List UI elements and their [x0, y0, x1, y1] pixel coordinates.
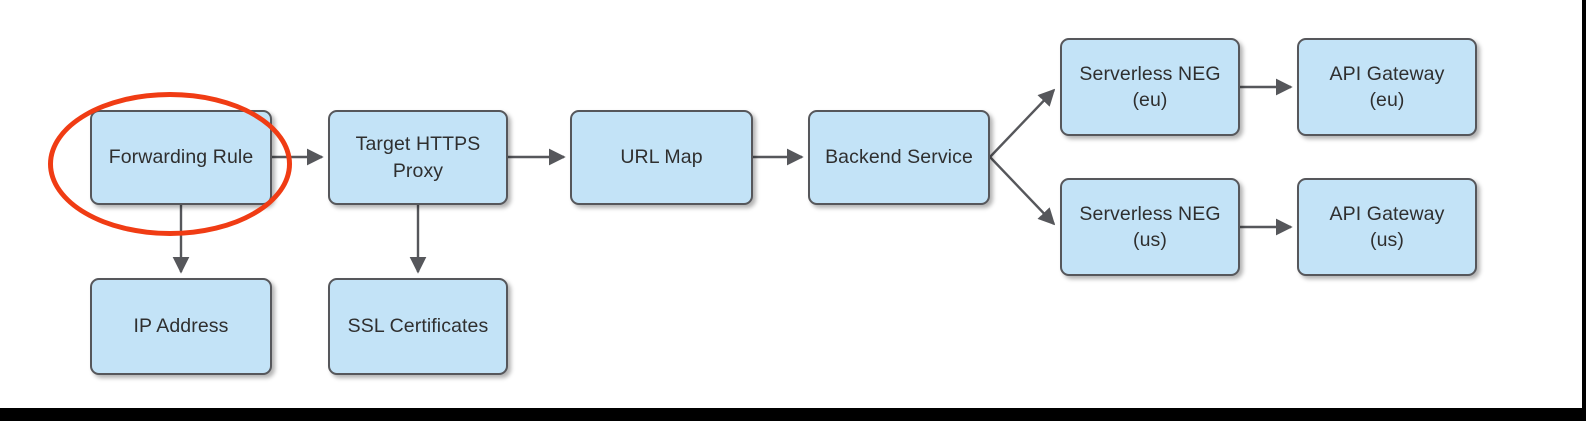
edge-backend-service-to-serverless-neg-eu [989, 88, 1056, 158]
node-target-https-proxy[interactable]: Target HTTPS Proxy [328, 110, 508, 205]
node-serverless-neg-eu[interactable]: Serverless NEG (eu) [1060, 38, 1240, 136]
node-backend-service[interactable]: Backend Service [808, 110, 990, 205]
node-ssl-certificates[interactable]: SSL Certificates [328, 278, 508, 375]
node-serverless-neg-us[interactable]: Serverless NEG (us) [1060, 178, 1240, 276]
frame-band-bottom [0, 408, 1586, 421]
node-api-gateway-eu[interactable]: API Gateway (eu) [1297, 38, 1477, 136]
node-api-gateway-us[interactable]: API Gateway (us) [1297, 178, 1477, 276]
edge-backend-service-to-serverless-neg-us [989, 156, 1056, 226]
frame-band-right [1582, 0, 1586, 421]
node-url-map[interactable]: URL Map [570, 110, 753, 205]
node-forwarding-rule[interactable]: Forwarding Rule [90, 110, 272, 205]
node-ip-address[interactable]: IP Address [90, 278, 272, 375]
